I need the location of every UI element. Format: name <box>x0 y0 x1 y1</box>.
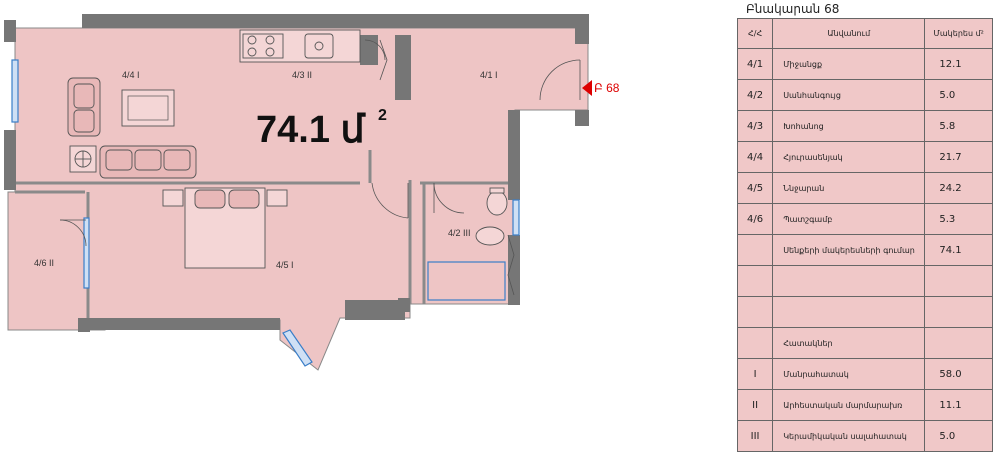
room-label-4-5: 4/5 I <box>276 260 294 270</box>
floor-plan: Բ 68 4/4 I 4/3 II 4/1 I 4/5 I 4/2 III 4/… <box>4 14 620 371</box>
double-bed <box>162 187 288 269</box>
row-area: 5.0 <box>924 79 993 111</box>
row-number <box>736 327 774 359</box>
row-number: 4/4 <box>736 141 774 173</box>
table-row <box>736 265 993 297</box>
row-name: Ննջարան <box>772 172 926 204</box>
exterior-walls <box>4 14 589 332</box>
kitchen-counter <box>239 29 361 63</box>
row-name: Սենքերի մակերեսների գումար <box>772 234 926 266</box>
windows <box>11 59 520 367</box>
doors <box>59 39 581 247</box>
sofa-bottom <box>99 145 197 179</box>
row-area: 5.3 <box>924 203 993 235</box>
room-label-4-3: 4/3 II <box>292 70 312 80</box>
row-number: 4/1 <box>736 48 774 80</box>
row-area: 24.2 <box>924 172 993 204</box>
room-label-4-4: 4/4 I <box>122 70 140 80</box>
table-row: Հատակներ <box>736 327 993 359</box>
row-area: 21.7 <box>924 141 993 173</box>
apartment-title: Բնակարան 68 <box>746 2 840 16</box>
row-area: 5.0 <box>924 420 993 452</box>
row-name: Հյուրասենյակ <box>772 141 926 173</box>
row-name <box>772 265 926 297</box>
row-area: 11.1 <box>924 389 993 421</box>
room-label-4-6: 4/6 II <box>34 258 54 268</box>
row-name: Սանհանգույց <box>772 79 926 111</box>
row-name: Արհեստական մարմարախռ <box>772 389 926 421</box>
total-area: 74.1 մ <box>256 109 367 151</box>
row-name: Խոհանոց <box>772 110 926 142</box>
row-name: Կերամիկական սալահատակ <box>772 420 926 452</box>
row-name: Հատակներ <box>772 327 926 359</box>
row-area <box>924 327 993 359</box>
row-name: Միջանցք <box>772 48 926 80</box>
col-name-header: Անվանում <box>772 18 926 49</box>
row-number: III <box>736 420 774 452</box>
room-label-4-1: 4/1 I <box>480 70 498 80</box>
row-area <box>924 265 993 297</box>
row-name: Պատշգամբ <box>772 203 926 235</box>
row-number: I <box>736 358 774 390</box>
shower-tray <box>427 261 506 301</box>
col-area-header: Մակերես մ² <box>924 18 993 49</box>
row-number <box>736 296 774 328</box>
entry-marker-icon <box>582 80 592 96</box>
shaft-hatching <box>379 39 515 296</box>
total-area-superscript: 2 <box>378 107 387 124</box>
table-row <box>736 296 993 328</box>
side-table <box>69 145 97 173</box>
row-number: 4/2 <box>736 79 774 111</box>
row-number <box>736 234 774 266</box>
table-header-row: Հ/Հ Անվանում Մակերես մ² <box>736 18 993 49</box>
row-area: 74.1 <box>924 234 993 266</box>
row-number: 4/5 <box>736 172 774 204</box>
row-area: 5.8 <box>924 110 993 142</box>
coffee-table <box>121 89 175 127</box>
row-number: 4/3 <box>736 110 774 142</box>
room-label-4-2: 4/2 III <box>448 228 471 238</box>
sofa-left <box>67 77 101 137</box>
row-area: 12.1 <box>924 48 993 80</box>
row-area <box>924 296 993 328</box>
apartment-marker-label: Բ 68 <box>594 81 620 95</box>
row-number <box>736 265 774 297</box>
row-area: 58.0 <box>924 358 993 390</box>
row-name <box>772 296 926 328</box>
bathroom-fixtures <box>475 187 508 246</box>
row-name: Մանրահատակ <box>772 358 926 390</box>
row-number: 4/6 <box>736 203 774 235</box>
row-number: II <box>736 389 774 421</box>
col-number-header: Հ/Հ <box>736 18 774 49</box>
